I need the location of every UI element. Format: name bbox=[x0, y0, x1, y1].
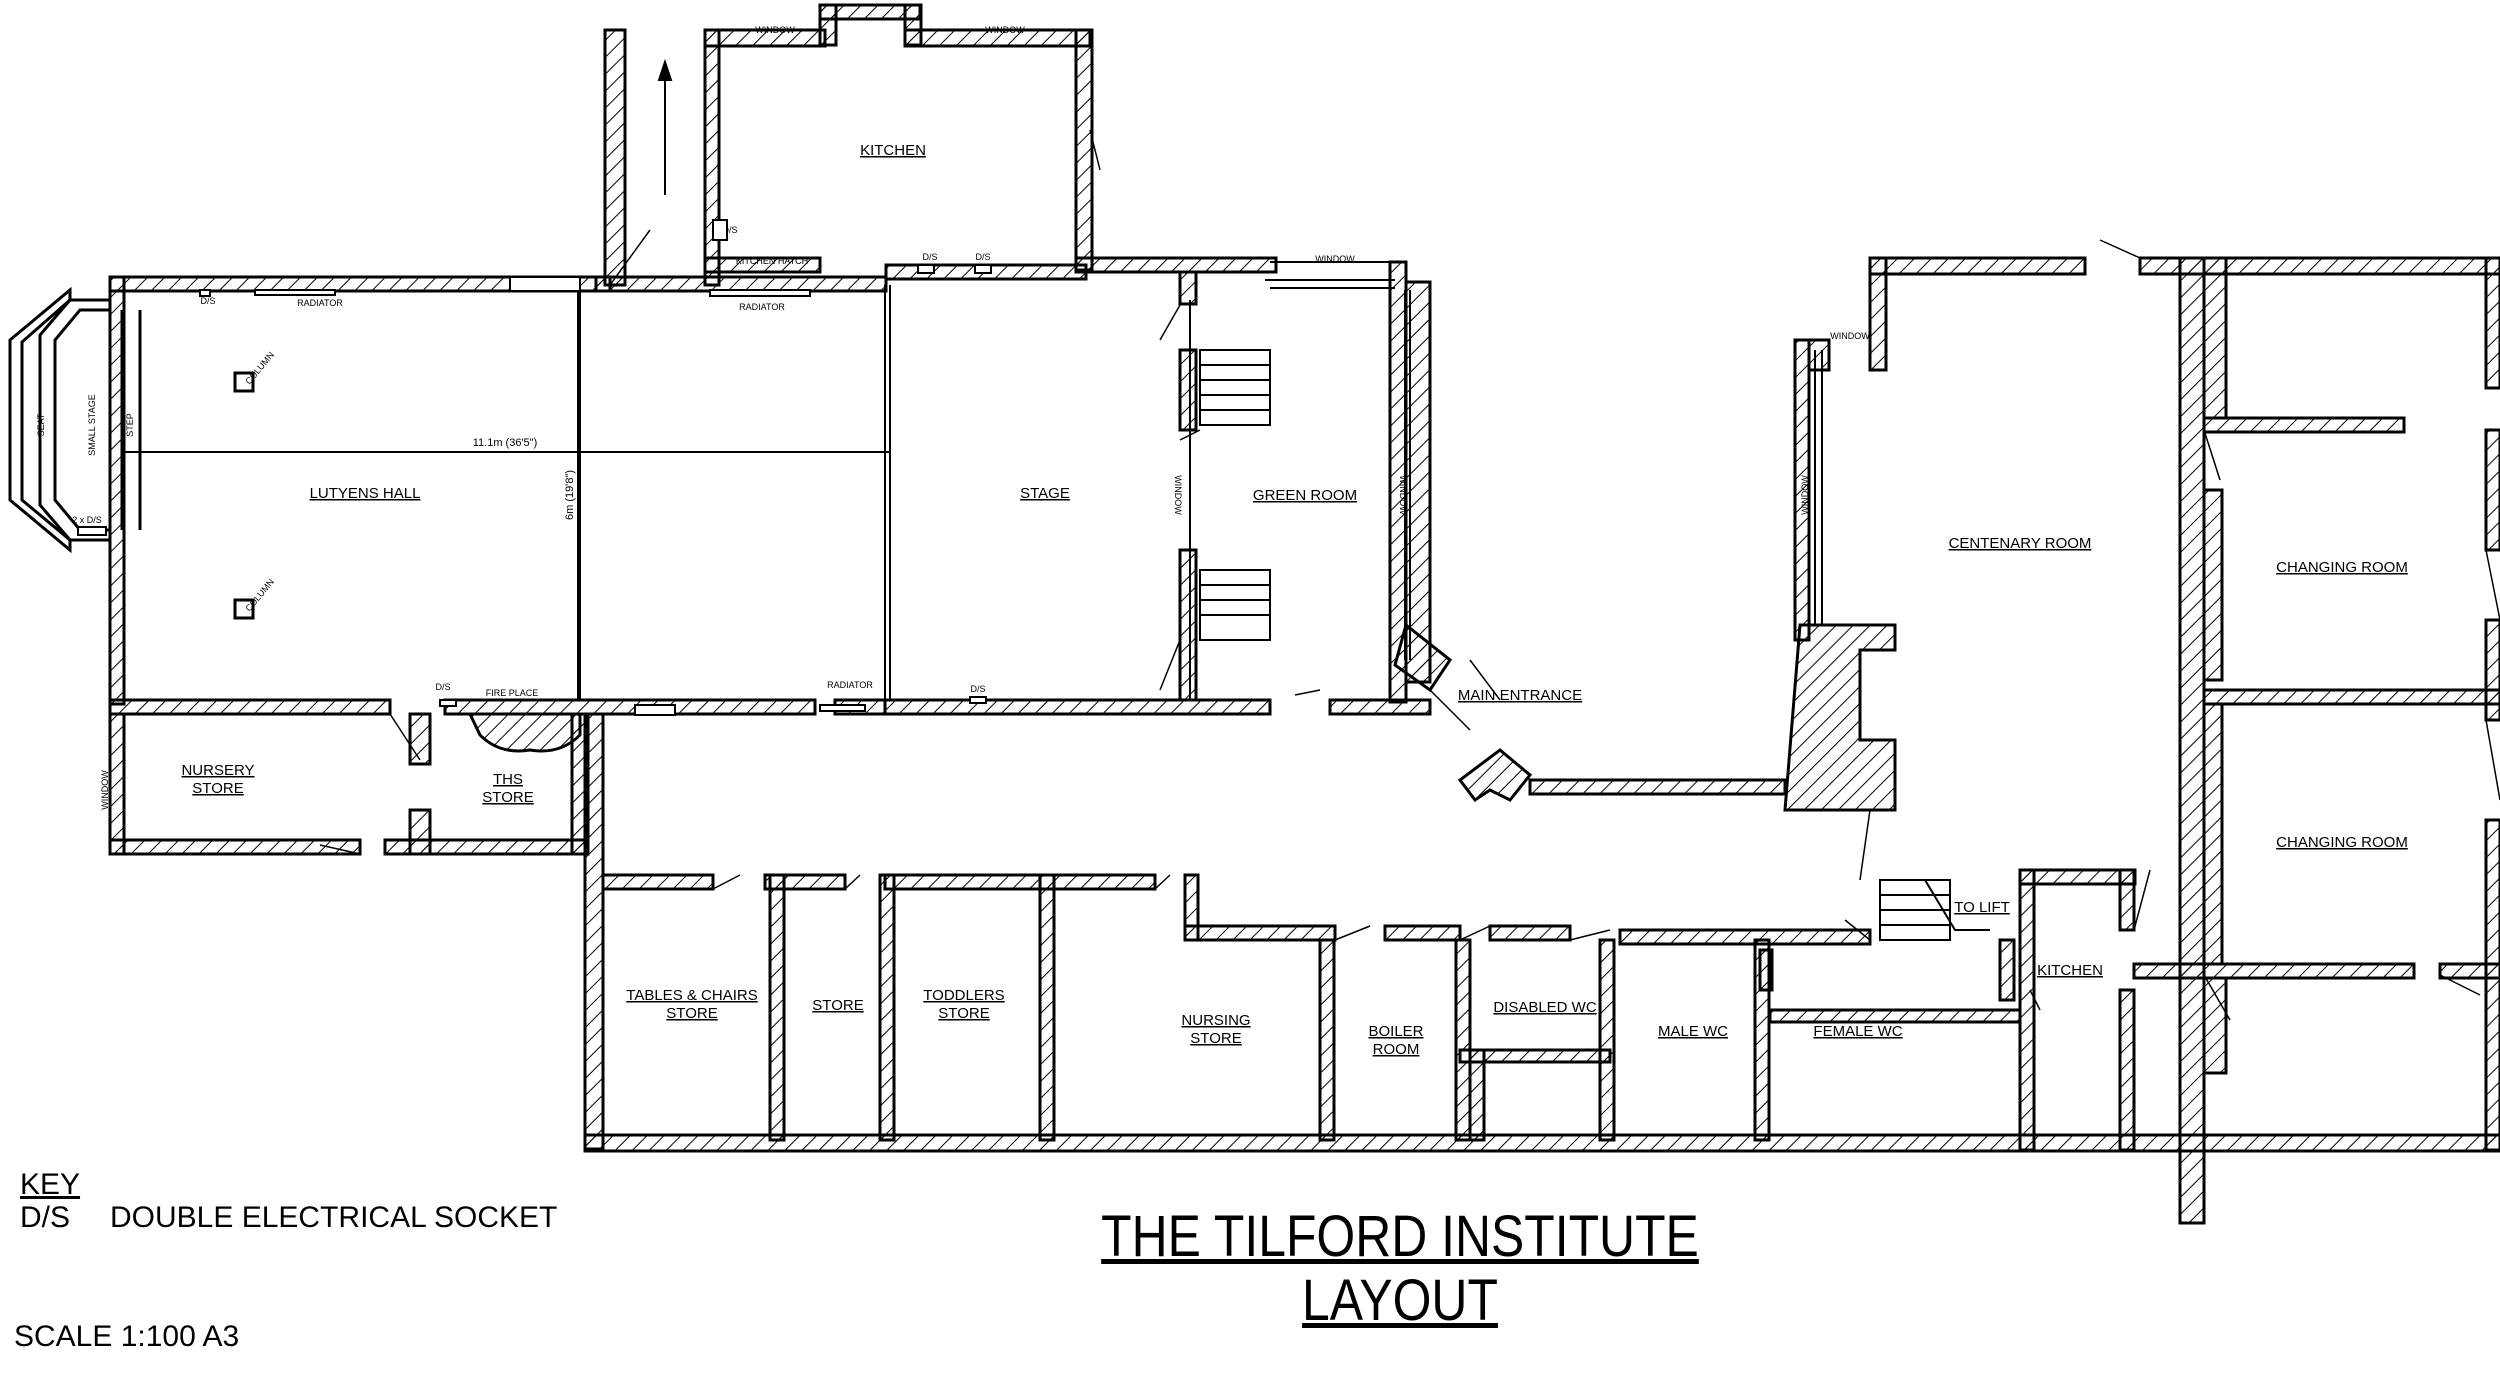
window-label: WINDOW bbox=[985, 25, 1025, 35]
room-ths-store-label-1: THS bbox=[493, 771, 523, 788]
partitions bbox=[124, 261, 1823, 700]
room-store-label: STORE bbox=[812, 997, 863, 1014]
room-lutyens-hall-label: LUTYENS HALL bbox=[310, 485, 421, 502]
ds-label: D/S bbox=[922, 252, 937, 262]
room-toddlers-store-label-1: TODDLERS bbox=[923, 987, 1004, 1004]
ds-label: D/S bbox=[975, 252, 990, 262]
room-disabled-wc-label: DISABLED WC bbox=[1493, 999, 1597, 1016]
room-green-room-label: GREEN ROOM bbox=[1253, 487, 1357, 504]
room-stage-label: STAGE bbox=[1020, 485, 1070, 502]
radiator-label: RADIATOR bbox=[827, 680, 873, 690]
room-centenary-room-label: CENTENARY ROOM bbox=[1949, 535, 2092, 552]
walls bbox=[108, 3, 2500, 1225]
room-nursery-store-label-2: STORE bbox=[192, 780, 243, 797]
key-abbreviation: D/S bbox=[20, 1201, 71, 1234]
doors bbox=[319, 129, 2500, 1021]
title-line-1: THE TILFORD INSTITUTE bbox=[1101, 1204, 1699, 1269]
title-line-2: LAYOUT bbox=[1302, 1268, 1498, 1333]
window-label: WINDOW bbox=[1830, 331, 1870, 341]
kitchen-hatch-label: KITCHEN HATCH bbox=[736, 256, 808, 266]
window-label: WINDOW bbox=[1800, 475, 1810, 515]
radiator-label: RADIATOR bbox=[297, 298, 343, 308]
room-tables-chairs-store-label-1: TABLES & CHAIRS bbox=[626, 987, 757, 1004]
ds-label: D/S bbox=[970, 684, 985, 694]
room-boiler-room-label-1: BOILER bbox=[1368, 1023, 1423, 1040]
room-nursery-store-label-1: NURSERY bbox=[181, 762, 254, 779]
room-boiler-room-label-2: ROOM bbox=[1373, 1041, 1420, 1058]
room-changing-room-1-label: CHANGING ROOM bbox=[2276, 559, 2408, 576]
dimension-width-label: 6m (19'8") bbox=[564, 470, 576, 520]
ds-label: D/S bbox=[200, 296, 215, 306]
column-label: COLUMN bbox=[243, 350, 276, 386]
room-kitchen-label: KITCHEN bbox=[860, 142, 926, 159]
columns bbox=[233, 371, 255, 620]
small-stage bbox=[8, 286, 142, 554]
room-ths-store-label-2: STORE bbox=[482, 789, 533, 806]
main-entrance-label: MAIN ENTRANCE bbox=[1458, 687, 1582, 704]
window-label: WINDOW bbox=[100, 770, 110, 810]
fireplace bbox=[467, 712, 582, 753]
window-label: WINDOW bbox=[1173, 475, 1183, 515]
two-ds-label: 2 x D/S bbox=[72, 515, 102, 525]
staircase bbox=[1199, 349, 1990, 941]
dimension-length-label: 11.1m (36'5") bbox=[473, 437, 538, 449]
column-icon bbox=[233, 371, 255, 393]
radiator-label: RADIATOR bbox=[739, 302, 785, 312]
dimension-lines bbox=[124, 291, 890, 700]
to-lift-label: TO LIFT bbox=[1954, 899, 2010, 916]
window-label: WINDOW bbox=[1315, 254, 1355, 264]
drawing-title: THE TILFORD INSTITUTE LAYOUT bbox=[1056, 1205, 1744, 1333]
ds-label: D/S bbox=[722, 225, 737, 235]
room-changing-room-2-label: CHANGING ROOM bbox=[2276, 834, 2408, 851]
step-label: STEP bbox=[125, 413, 135, 437]
window-label: WINDOW bbox=[1398, 475, 1408, 515]
room-female-wc-label: FEMALE WC bbox=[1813, 1023, 1902, 1040]
arrow-up-icon bbox=[657, 58, 673, 195]
room-toddlers-store-label-2: STORE bbox=[938, 1005, 989, 1022]
window-label: WINDOW bbox=[755, 25, 795, 35]
room-nursing-store-label-1: NURSING bbox=[1181, 1012, 1250, 1029]
fire-place-label: FIRE PLACE bbox=[486, 688, 539, 698]
key-meaning: DOUBLE ELECTRICAL SOCKET bbox=[110, 1201, 558, 1234]
room-nursing-store-label-2: STORE bbox=[1190, 1030, 1241, 1047]
column-label: COLUMN bbox=[243, 577, 276, 613]
room-tables-chairs-store-label-2: STORE bbox=[666, 1005, 717, 1022]
seat-label: SEAT bbox=[36, 413, 46, 436]
ds-label: D/S bbox=[435, 682, 450, 692]
key-heading: KEY bbox=[20, 1168, 81, 1201]
fixtures bbox=[77, 219, 992, 716]
scale-label: SCALE 1:100 A3 bbox=[14, 1320, 240, 1353]
room-male-wc-label: MALE WC bbox=[1658, 1023, 1728, 1040]
small-stage-label: SMALL STAGE bbox=[87, 394, 97, 456]
column-icon bbox=[233, 598, 255, 620]
room-kitchen-small-label: KITCHEN bbox=[2037, 962, 2103, 979]
